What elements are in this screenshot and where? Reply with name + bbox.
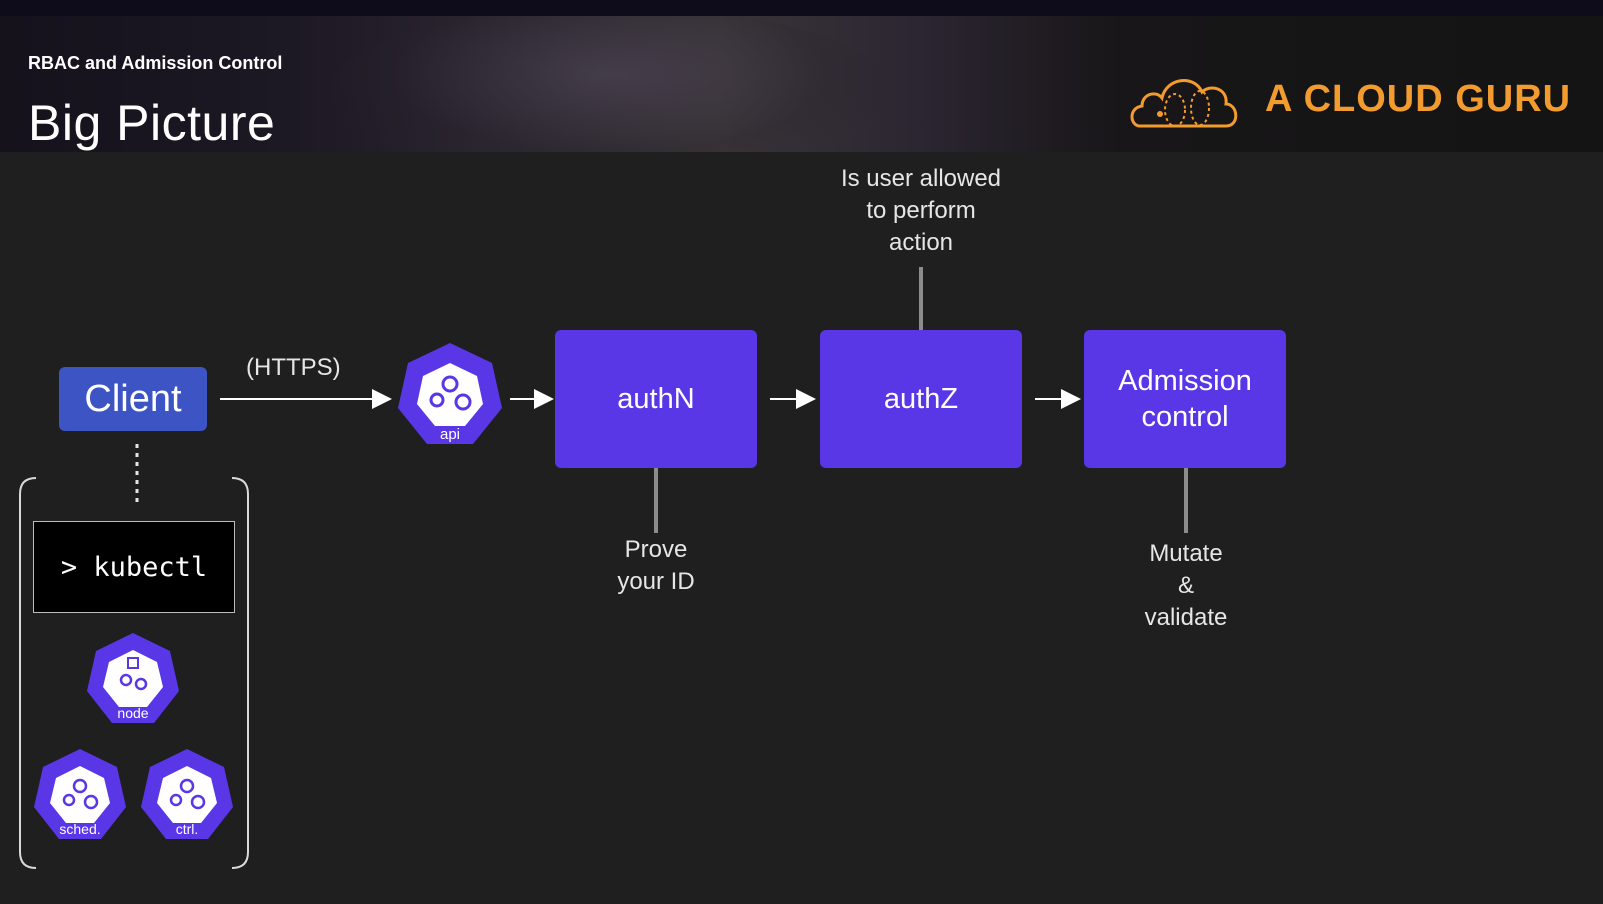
kubernetes-api-icon: api xyxy=(398,343,502,444)
top-bar xyxy=(0,0,1603,16)
authz-note: Is user allowed to perform action xyxy=(811,163,1031,259)
sched-icon-label: sched. xyxy=(59,821,100,837)
authn-note-line: your ID xyxy=(617,568,695,595)
presenter-video-background xyxy=(330,16,890,152)
slide-subtitle: RBAC and Admission Control xyxy=(28,53,283,73)
kubernetes-node-icon: node xyxy=(87,633,179,723)
authn-note-line: Prove xyxy=(624,536,688,563)
bracket-left xyxy=(19,477,37,869)
logo-text: A CLOUD GURU xyxy=(1265,78,1572,120)
admission-control-box: Admission control xyxy=(1084,330,1286,468)
kubectl-terminal: > kubectl xyxy=(33,521,235,613)
kubernetes-scheduler-icon: sched. xyxy=(34,749,126,839)
bracket-right xyxy=(231,477,249,869)
https-label: (HTTPS) xyxy=(246,354,341,381)
admission-label-line2: control xyxy=(1141,401,1229,433)
admission-note: Mutate & validate xyxy=(1106,538,1266,634)
authn-box: authN xyxy=(555,330,757,468)
kubernetes-controller-icon: ctrl. xyxy=(141,749,233,839)
cloud-logo-icon xyxy=(1130,79,1238,128)
authn-note: Prove your ID xyxy=(576,534,736,598)
admission-note-line: validate xyxy=(1144,604,1228,631)
admission-label-line1: Admission xyxy=(1118,365,1252,397)
admission-note-line: Mutate xyxy=(1149,540,1223,567)
api-icon-label: api xyxy=(440,426,460,443)
authz-note-line: Is user allowed xyxy=(840,165,1002,192)
authz-note-line: action xyxy=(888,229,954,256)
ctrl-icon-label: ctrl. xyxy=(176,821,199,837)
node-icon-label: node xyxy=(117,705,148,721)
slide-header: RBAC and Admission Control Big Picture A… xyxy=(0,16,1603,152)
client-box: Client xyxy=(59,367,207,431)
authz-note-line: to perform xyxy=(866,197,976,224)
admission-note-line: & xyxy=(1177,572,1194,599)
authz-box: authZ xyxy=(820,330,1022,468)
brand-logo: A CLOUD GURU xyxy=(1130,64,1570,144)
slide-title: Big Picture xyxy=(28,95,276,151)
